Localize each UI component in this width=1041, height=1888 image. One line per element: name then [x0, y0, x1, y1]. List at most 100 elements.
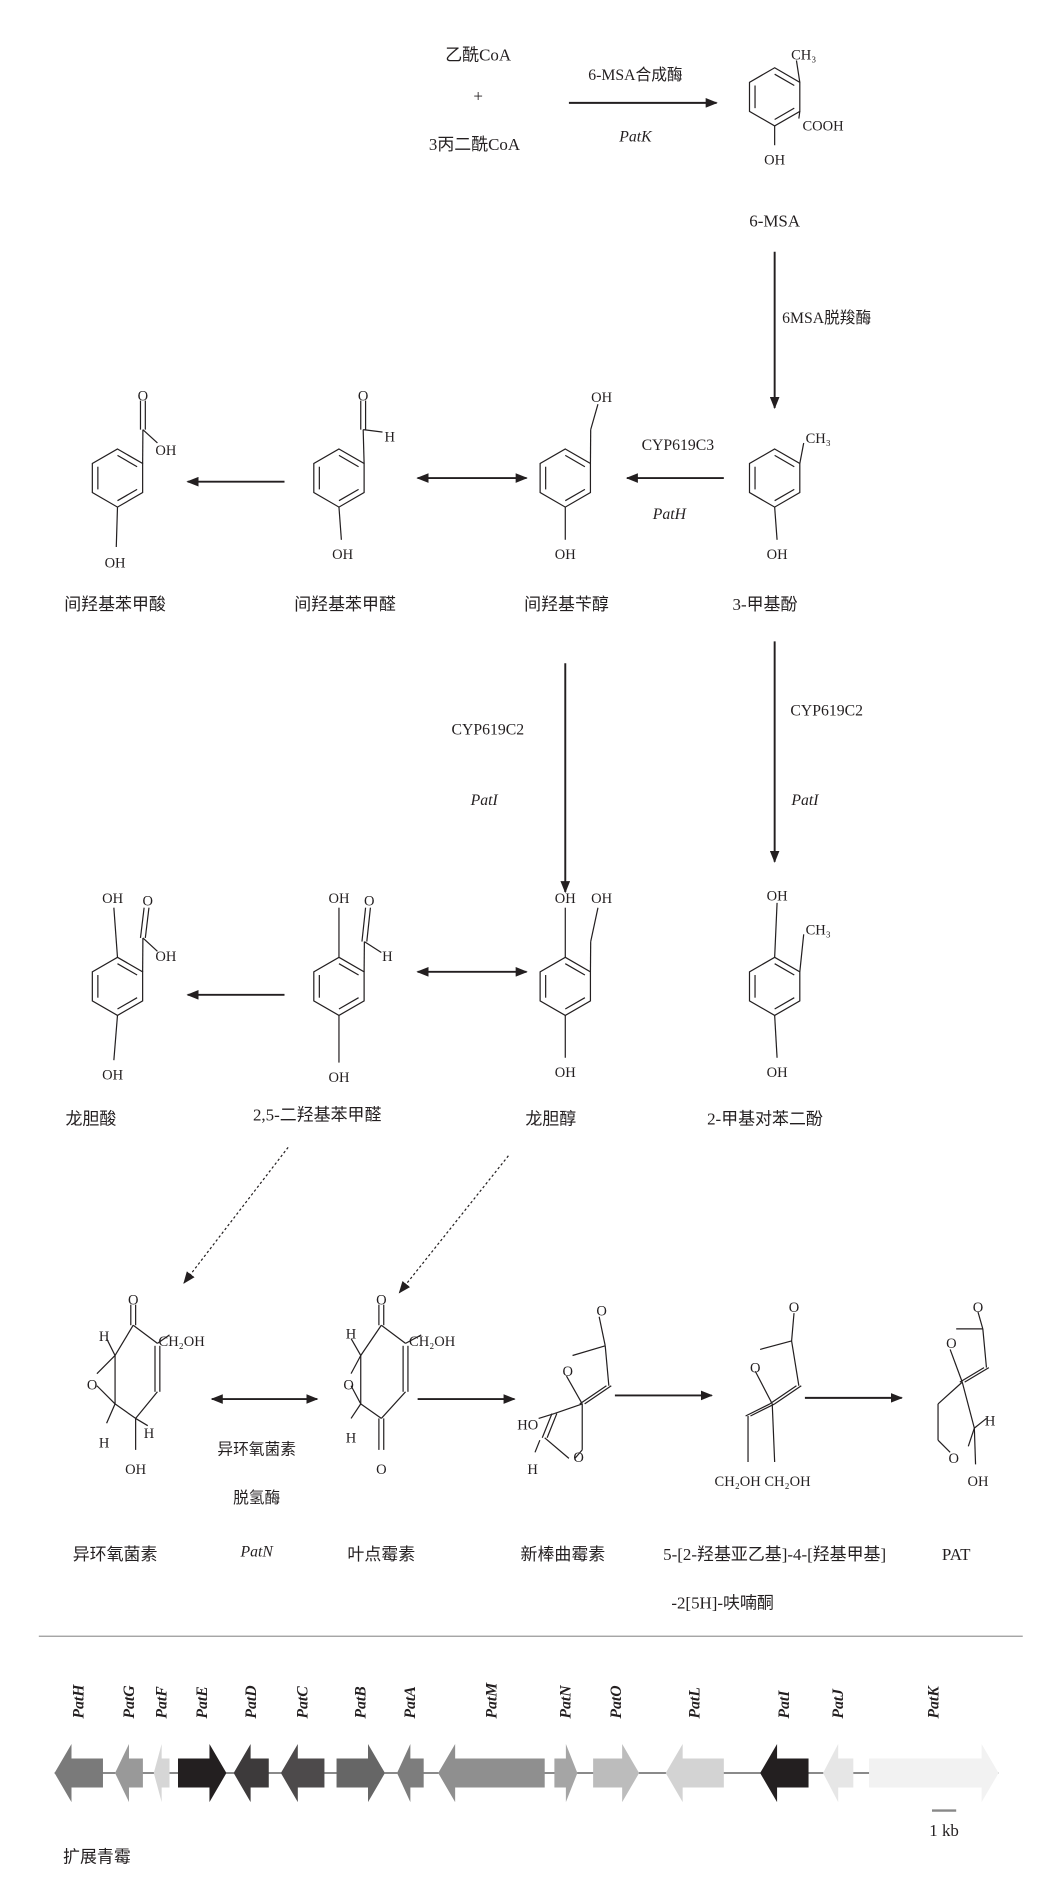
gene-label: PatG	[121, 1685, 138, 1719]
gene-arrow-path	[54, 1743, 103, 1803]
bond	[572, 1345, 606, 1357]
gene-arrow-patl	[665, 1743, 724, 1803]
bond	[564, 488, 586, 502]
bond	[964, 1367, 990, 1383]
bond	[113, 1015, 119, 1061]
molecule-name: 2,5-二羟基苯甲醛	[253, 1106, 381, 1125]
benzene-ring	[748, 448, 801, 508]
atom-label: O	[87, 1377, 97, 1393]
bond	[366, 907, 372, 942]
bond	[949, 1349, 963, 1383]
bond	[117, 488, 138, 502]
bond	[135, 1417, 149, 1427]
reactant-malonyl-coa: 3丙二酰CoA	[429, 135, 521, 154]
bond	[961, 1381, 975, 1429]
scale-bar-label: 1 kb	[929, 1821, 959, 1840]
gene-arrow-pate	[177, 1743, 227, 1803]
bond	[115, 507, 119, 548]
bond	[350, 1403, 362, 1419]
enzyme-isoepoxydon-dehydrogenase-line1: 异环氧菌素	[217, 1441, 296, 1459]
gene-label: PatK	[926, 1685, 943, 1719]
atom-label: CH₃	[791, 47, 816, 63]
atom-label: O	[789, 1300, 799, 1316]
atom-label: OH	[764, 153, 785, 169]
bond	[790, 1313, 795, 1342]
bond	[799, 442, 805, 464]
bond	[157, 1334, 170, 1344]
atom-label: OH	[155, 949, 176, 965]
gene-patk-label: PatK	[618, 129, 653, 146]
bond	[117, 454, 138, 468]
bond	[546, 1413, 558, 1439]
atom-label: O	[376, 1462, 386, 1478]
bond	[350, 1338, 362, 1356]
enzyme-isoepoxydon-dehydrogenase-line2: 脱氢酶	[233, 1489, 280, 1507]
gene-arrow-pato	[593, 1743, 640, 1803]
bond	[544, 1437, 570, 1459]
bond	[750, 1403, 775, 1417]
chemical-structures	[91, 60, 990, 1465]
molecule-name: PAT	[942, 1545, 971, 1564]
bond	[350, 1385, 362, 1405]
atom-label: CH₃	[806, 431, 831, 447]
bond	[774, 1015, 778, 1058]
atom-label: O	[596, 1304, 606, 1320]
atom-label: H	[99, 1329, 110, 1345]
benzene-ring	[748, 67, 801, 127]
atom-label: OH	[767, 888, 788, 904]
bond	[774, 107, 795, 121]
bond	[967, 1427, 975, 1447]
bond	[791, 1340, 800, 1386]
bond	[774, 73, 795, 87]
molecule-name: 5-[2-羟基亚乙基]-4-[羟基甲基]	[663, 1545, 886, 1564]
atom-label: OH	[767, 547, 788, 563]
bond	[774, 963, 795, 976]
bond	[541, 1413, 553, 1439]
bond	[754, 1370, 773, 1405]
bond	[538, 1413, 555, 1419]
bond	[759, 1340, 792, 1351]
bond	[338, 507, 342, 540]
gene-arrow-patc	[280, 1743, 325, 1803]
atom-label: O	[949, 1451, 959, 1467]
bond	[774, 902, 778, 958]
bond	[769, 1385, 797, 1405]
atom-label: H	[346, 1327, 357, 1343]
atom-label: H	[385, 430, 396, 446]
bond	[973, 1417, 987, 1429]
bond	[574, 1449, 583, 1459]
gene-label: PatH	[71, 1684, 88, 1719]
atom-label: O	[573, 1450, 583, 1466]
bond	[142, 429, 158, 444]
bond	[106, 1403, 116, 1424]
bond	[598, 1316, 606, 1346]
bond	[774, 1385, 802, 1405]
bond	[564, 454, 586, 468]
enzyme-cyp619c3: CYP619C3	[642, 437, 715, 454]
gene-path-label: PatH	[652, 506, 688, 523]
enzyme-6msa-synthase: 6-MSA合成酶	[588, 66, 683, 84]
bond	[774, 454, 795, 468]
atom-label: CH₂OH CH₂OH	[715, 1474, 812, 1490]
bond	[959, 1367, 985, 1383]
bond	[604, 1345, 610, 1386]
gene-label: PatI	[776, 1690, 793, 1719]
gene-pati-label-left: PatI	[470, 792, 499, 809]
gene-label: PatL	[687, 1687, 704, 1718]
gene-label: PatN	[558, 1685, 575, 1719]
atom-label: CH₂OH	[159, 1334, 206, 1350]
bond	[144, 907, 150, 939]
atom-label: OH	[125, 1462, 146, 1478]
atom-label: H	[144, 1426, 155, 1442]
reaction-arrows	[183, 98, 903, 1404]
gene-label: PatA	[402, 1686, 419, 1718]
bond	[937, 1439, 951, 1453]
atom-label: OH	[555, 547, 576, 563]
bond	[771, 1403, 776, 1463]
atom-label: OH	[967, 1474, 988, 1490]
bond	[799, 934, 805, 972]
atom-label: O	[358, 389, 368, 405]
